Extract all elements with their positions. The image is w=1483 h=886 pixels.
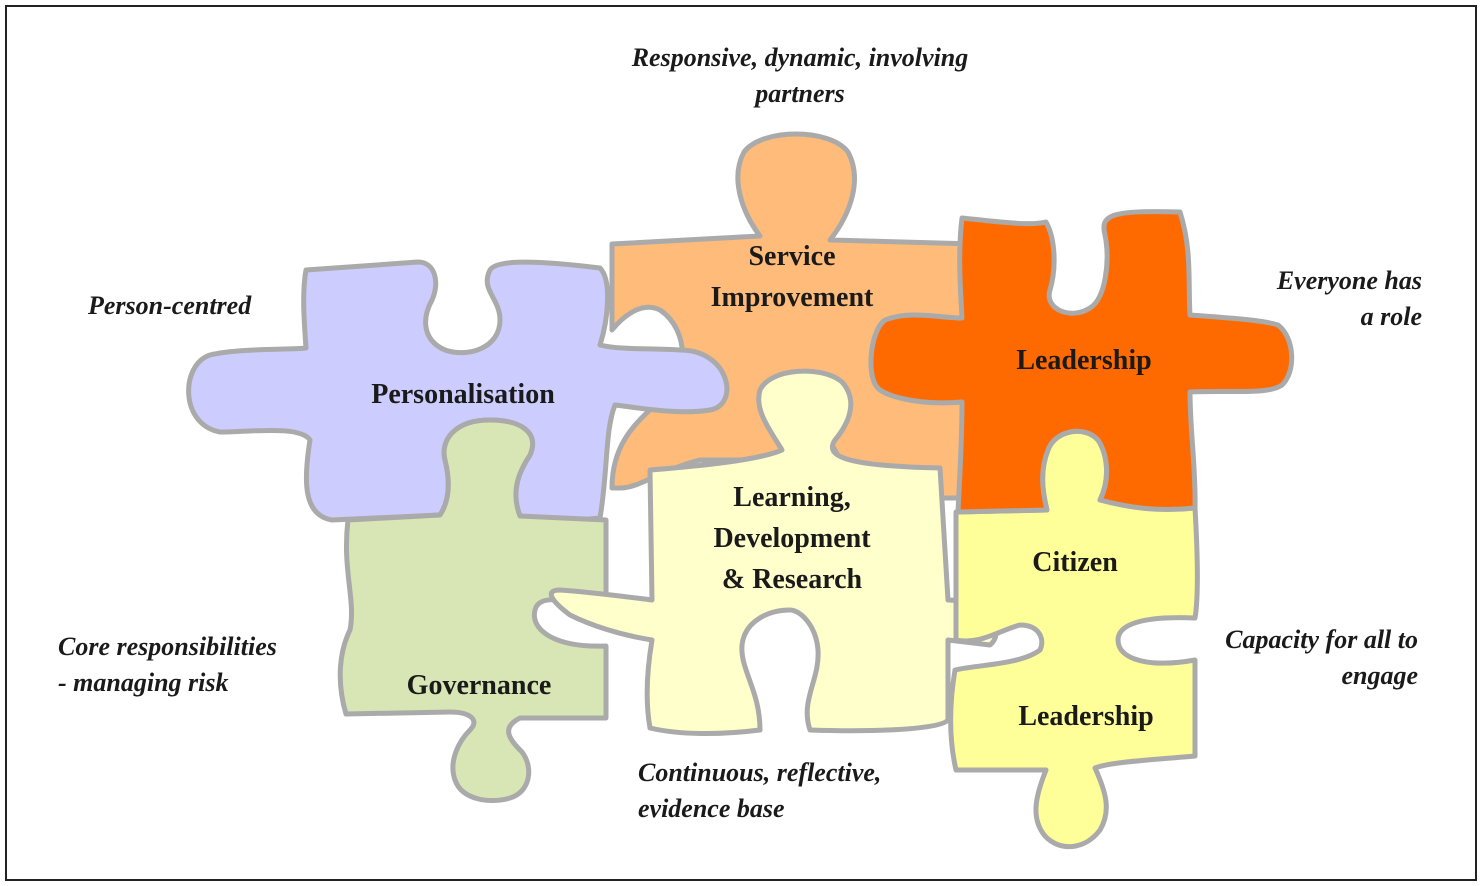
note-person-centred: Person-centred [88, 291, 252, 320]
leadership-label: Leadership [1016, 345, 1152, 376]
note-core-line-1: Core responsibilities [58, 632, 277, 661]
learning-piece [548, 368, 999, 737]
personalisation-label: Personalisation [371, 379, 555, 410]
governance-piece [337, 417, 609, 803]
note-everyone-has-a-role: Everyone has a role [1200, 263, 1422, 335]
note-capacity-line-1: Capacity for all to [1225, 625, 1418, 654]
note-core-responsibilities: Core responsibilities - managing risk [58, 629, 277, 701]
note-responsive: Responsive, dynamic, involving partners [580, 40, 1020, 112]
note-core-line-2: - managing risk [58, 668, 229, 697]
note-continuous-line-2: evidence base [638, 794, 785, 823]
service-improvement-line-2: Improvement [710, 282, 874, 313]
note-continuous: Continuous, reflective, evidence base [638, 755, 881, 827]
learning-line-1: Learning, [733, 482, 851, 513]
citizen-label: Citizen [1032, 547, 1118, 578]
note-everyone-line-1: Everyone has [1276, 266, 1422, 295]
learning-line-3: & Research [721, 564, 863, 595]
service-improvement-line-1: Service [748, 241, 836, 272]
note-responsive-line-2: partners [755, 79, 845, 108]
leadership-piece [868, 209, 1295, 515]
learning-label: Learning, Development & Research [672, 477, 912, 600]
note-responsive-line-1: Responsive, dynamic, involving [631, 43, 969, 72]
learning-line-2: Development [713, 523, 871, 554]
service-improvement-label: Service Improvement [692, 236, 892, 318]
note-capacity: Capacity for all to engage [1150, 622, 1418, 694]
citizen-leadership-label: Leadership [1018, 701, 1154, 732]
note-everyone-line-2: a role [1360, 302, 1422, 331]
governance-label: Governance [406, 670, 552, 701]
personalisation-piece [186, 259, 730, 523]
note-capacity-line-2: engage [1341, 661, 1418, 690]
note-continuous-line-1: Continuous, reflective, [638, 758, 882, 787]
